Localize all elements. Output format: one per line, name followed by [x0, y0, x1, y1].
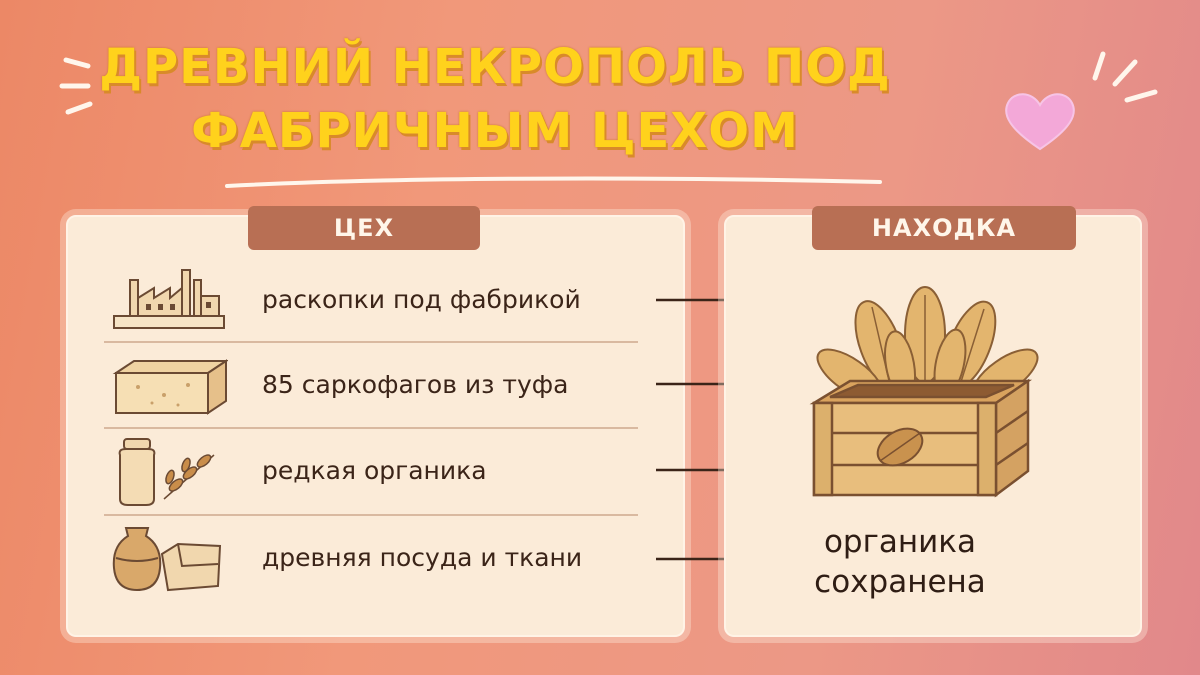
- jar-with-leaves-icon: [118, 438, 215, 506]
- stone-block-icon: [112, 359, 228, 415]
- divider: [104, 514, 638, 516]
- list-item-label: древняя посуда и ткани: [262, 543, 583, 572]
- left-panel-tag: ЦЕХ: [248, 206, 480, 250]
- factory-icon: [113, 269, 225, 329]
- list-item: редкая органика: [90, 429, 640, 513]
- list-item-label: 85 саркофагов из туфа: [262, 370, 569, 399]
- result-text: органика сохранена: [800, 522, 1000, 602]
- title-line-2: ФАБРИЧНЫМ ЦЕХОМ: [191, 103, 799, 159]
- crate-with-leaves-icon: [809, 286, 1039, 498]
- list-item: раскопки под фабрикой: [90, 258, 640, 342]
- result-line-1: органика: [823, 524, 977, 560]
- sparkle-icon: [1092, 51, 1158, 103]
- list-item-label: редкая органика: [262, 456, 487, 485]
- title-underline: [225, 176, 882, 188]
- title-line-1: ДРЕВНИЙ НЕКРОПОЛЬ ПОД: [99, 39, 891, 95]
- sparkle-icon: [59, 57, 93, 115]
- list-item: древняя посуда и ткани: [90, 516, 640, 600]
- list-item: 85 саркофагов из туфа: [90, 343, 640, 427]
- divider: [104, 427, 638, 429]
- heart-icon: [1005, 93, 1075, 151]
- page-title: ДРЕВНИЙ НЕКРОПОЛЬ ПОД ФАБРИЧНЫМ ЦЕХОМ: [95, 35, 895, 163]
- divider: [104, 341, 638, 343]
- pot-and-fabric-icon: [112, 527, 222, 592]
- list-item-label: раскопки под фабрикой: [262, 285, 581, 314]
- result-line-2: сохранена: [814, 564, 986, 600]
- right-panel-tag: НАХОДКА: [812, 206, 1076, 250]
